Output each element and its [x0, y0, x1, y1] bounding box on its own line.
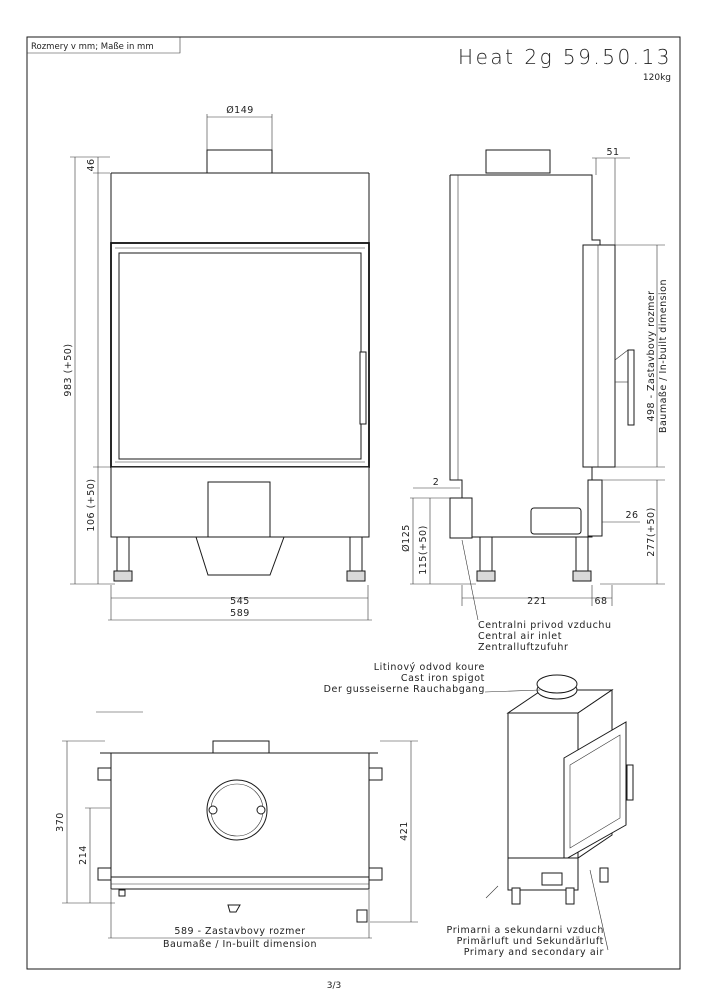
- dim-width-545: 545: [230, 596, 250, 607]
- side-door-handle: [627, 349, 635, 426]
- dim-side-277: 277(+50): [646, 507, 657, 557]
- front-leg-left: [116, 536, 130, 572]
- front-view: [70, 114, 372, 621]
- dim-top-370: 370: [55, 812, 66, 832]
- side-leg-front: [479, 536, 493, 572]
- top-body: [110, 752, 370, 878]
- iso-door-handle: [626, 764, 634, 801]
- front-flue-collar: [206, 149, 273, 174]
- air-label-de: Primärluft und Sekundärluft: [457, 936, 604, 947]
- side-body: [449, 174, 601, 538]
- top-view: [62, 740, 418, 939]
- dim-bottom-106: 106 (+50): [86, 478, 97, 531]
- top-flue-outline: [212, 740, 270, 754]
- front-air-box: [195, 536, 285, 576]
- weight-label: 120kg: [643, 73, 671, 83]
- drawing-frame: [26, 36, 681, 970]
- front-door: [110, 242, 370, 468]
- side-air-plate: [530, 507, 582, 535]
- front-glass: [118, 252, 362, 460]
- top-flue-ring-outer: [206, 779, 268, 841]
- spigot-label-de: Der gusseiserne Rauchabgang: [324, 684, 485, 695]
- spigot-label-cz: Litinový odvod koure: [374, 662, 485, 673]
- front-door-handle: [359, 351, 367, 425]
- dim-top-214: 214: [78, 845, 89, 865]
- iso-leg-2: [565, 887, 575, 905]
- front-air-duct: [207, 481, 271, 539]
- side-view: [410, 149, 665, 621]
- air-label-cz: Primarni a sekundarni vzduch: [447, 925, 604, 936]
- dim-side-2: 2: [433, 477, 440, 488]
- dim-width-589: 589: [230, 608, 250, 619]
- dim-top-width-589: 589 - Zastavbovy rozmer: [174, 926, 305, 937]
- iso-leg-3: [599, 867, 609, 883]
- spigot-label-en: Cast iron spigot: [401, 673, 485, 684]
- dim-top-421: 421: [399, 821, 410, 841]
- dim-side-26: 26: [625, 510, 638, 521]
- top-front-edge: [110, 876, 370, 890]
- dim-top-46: 46: [86, 158, 97, 171]
- dim-flue-diameter: Ø149: [226, 105, 254, 116]
- iso-view: [96, 674, 634, 951]
- page-number: 3/3: [327, 981, 341, 991]
- side-door: [582, 244, 616, 468]
- central-air-label-de: Zentralluftzufuhr: [478, 642, 569, 653]
- front-leg-right: [349, 536, 363, 572]
- dim-inbuilt-height-498: 498 - Zastavbovy rozmer: [646, 290, 657, 421]
- dim-air-inlet-height: 115(+50): [418, 525, 429, 575]
- air-label-en: Primary and secondary air: [464, 947, 604, 958]
- dim-side-68: 68: [594, 596, 607, 607]
- iso-leg-1: [511, 887, 521, 905]
- dim-air-inlet-diameter: Ø125: [401, 524, 412, 552]
- dim-side-221: 221: [527, 596, 547, 607]
- dim-height-983: 983 (+50): [63, 343, 74, 396]
- units-box: [27, 37, 181, 54]
- dim-inbuilt-height-translation: Baumaße / In-built dimension: [658, 279, 669, 433]
- iso-door: [563, 721, 627, 861]
- side-air-inlet: [449, 497, 473, 539]
- dim-top-width-translation: Baumaße / In-built dimension: [163, 939, 317, 950]
- units-note: Rozmery v mm; Maße in mm: [31, 42, 154, 52]
- central-air-label-en: Central air inlet: [478, 631, 562, 642]
- central-air-label-cz: Centralni privod vzduchu: [478, 620, 612, 631]
- model-title: Heat 2g 59.50.13: [458, 45, 672, 69]
- side-leg-rear: [575, 536, 589, 572]
- side-flue-collar: [485, 149, 551, 174]
- dim-side-51: 51: [606, 147, 619, 158]
